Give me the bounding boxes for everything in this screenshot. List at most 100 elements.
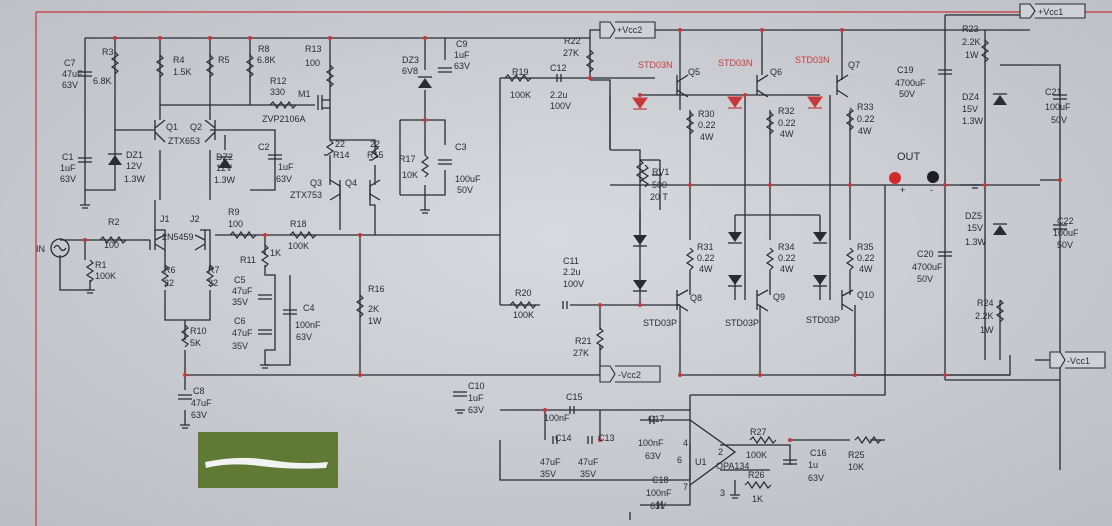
label-r13-id: R13 <box>305 44 322 54</box>
label-r31-v2: 4W <box>699 264 713 274</box>
label-c4-v2: 63V <box>296 332 312 342</box>
label-q5-id: Q5 <box>688 67 700 77</box>
label-r3-v1: 6.8K <box>93 76 112 86</box>
label-c11-v1: 2.2u <box>563 267 581 277</box>
label-q3-id: Q3 <box>310 178 322 188</box>
label-dz5-v1: 15V <box>967 223 983 233</box>
label-r15-v1: 22 <box>370 139 380 149</box>
potentiometer-rv1 <box>640 164 650 188</box>
label-r35-id: R35 <box>857 242 874 252</box>
label-c14-v2: 35V <box>540 469 556 479</box>
rail-tag-vcc1-pos-shape <box>1019 3 1086 19</box>
label-c16-v1: 1u <box>808 460 818 470</box>
label-r26-v1: 1K <box>752 494 763 504</box>
label-pin-7: 7 <box>683 482 688 492</box>
label-q5-v1: STD03N <box>638 60 673 70</box>
label-c2-id: C2 <box>258 142 270 152</box>
label-r9-v1: 100 <box>228 219 243 229</box>
label-vcc1-pos: +Vcc1 <box>1038 7 1063 17</box>
label-r5-id: R5 <box>218 55 230 65</box>
label-dz2-id: DZ2 <box>216 152 233 162</box>
label-c5-v1: 47uF <box>232 286 253 296</box>
label-r21-id: R21 <box>575 336 592 346</box>
label-r11-v1: 1K <box>270 248 281 258</box>
label-q10-v1: STD03P <box>806 315 840 325</box>
input-source-symbol <box>50 238 70 258</box>
label-c6-id: C6 <box>234 316 246 326</box>
label-r1-id: R1 <box>95 260 107 270</box>
label-j2-v1: 2N5459 <box>162 232 194 242</box>
label-r7-id: R7 <box>208 265 220 275</box>
label-dz3-v1: 6V8 <box>402 66 418 76</box>
label-r24-v2: 1W <box>980 325 994 335</box>
label-r18-id: R18 <box>290 219 307 229</box>
label-q10-id: Q10 <box>857 290 874 300</box>
label-c18-id: C18 <box>652 475 669 485</box>
label-c18-v1: 100nF <box>646 488 672 498</box>
label-r32-v2: 4W <box>780 129 794 139</box>
label-u1-id: U1 <box>695 457 707 467</box>
label-r23-v2: 1W <box>965 50 979 60</box>
junction-dots <box>83 28 1062 442</box>
label-c20-v1: 4700uF <box>912 262 943 272</box>
label-r27-id: R27 <box>750 427 767 437</box>
label-c13-id: C13 <box>598 433 615 443</box>
label-q9-v1: STD03P <box>725 318 759 328</box>
label-r24-id: R24 <box>977 298 994 308</box>
label-r7-v1: 22 <box>208 278 218 288</box>
label-r35-v2: 4W <box>859 264 873 274</box>
label-c11-v2: 100V <box>563 279 584 289</box>
label-c2-v2: 63V <box>276 174 292 184</box>
zener-diodes <box>108 76 1007 235</box>
labels: +Vcc2 +Vcc1 -Vcc2 -Vcc1 IN OUT + - C7 47… <box>36 7 1090 511</box>
label-c12-v1: 2.2u <box>550 90 568 100</box>
output-terminal-positive <box>889 172 901 184</box>
label-input: IN <box>36 244 45 254</box>
label-q8-id: Q8 <box>690 293 702 303</box>
label-r34-v2: 4W <box>780 264 794 274</box>
label-c22-v2: 50V <box>1057 240 1073 250</box>
sine-wave-icon <box>53 244 67 252</box>
label-q4-id: Q4 <box>345 178 357 188</box>
label-c21-id: C21 <box>1045 87 1062 97</box>
label-r23-id: R23 <box>962 24 979 34</box>
label-q2-id: Q2 <box>190 122 202 132</box>
label-c15-v1: 100nF <box>544 413 570 423</box>
label-r20-id: R20 <box>515 288 532 298</box>
capacitor-symbols <box>78 67 1067 520</box>
label-output: OUT <box>897 151 921 163</box>
label-c11-id: C11 <box>563 256 579 266</box>
label-c19-id: C19 <box>897 65 914 75</box>
label-rv1-v1: 500 <box>652 180 667 190</box>
label-c6-v1: 47uF <box>232 328 253 338</box>
label-vcc2-neg: -Vcc2 <box>618 370 641 380</box>
label-q2-v1: ZTX653 <box>168 136 200 146</box>
label-c21-v1: 100uF <box>1045 102 1071 112</box>
label-c21-v2: 50V <box>1051 115 1067 125</box>
label-c19-v1: 4700uF <box>895 78 926 88</box>
label-rv1-id: RV1 <box>652 167 669 177</box>
label-r18-v1: 100K <box>288 241 309 251</box>
label-c12-v2: 100V <box>550 101 571 111</box>
label-c13-v1: 47uF <box>578 457 599 467</box>
label-r8-v1: 6.8K <box>257 55 276 65</box>
label-c6-v2: 35V <box>232 341 248 351</box>
label-r10-id: R10 <box>190 326 207 336</box>
label-r4-v1: 1.5K <box>173 67 192 77</box>
label-c7-v2: 63V <box>62 80 78 90</box>
label-q8-v1: STD03P <box>643 318 677 328</box>
label-r33-id: R33 <box>857 102 874 112</box>
label-dz1-v1: 12V <box>126 161 142 171</box>
label-r13-v1: 100 <box>305 58 320 68</box>
label-c19-v2: 50V <box>899 89 915 99</box>
label-r30-v1: 0.22 <box>698 120 716 130</box>
label-m1-id: M1 <box>298 89 311 99</box>
label-c17-v1: 100nF <box>638 438 664 448</box>
label-q1-id: Q1 <box>166 122 178 132</box>
label-r11-id: R11 <box>240 255 256 265</box>
label-q3-v1: ZTX753 <box>290 190 322 200</box>
label-c17-id: C17 <box>648 414 665 424</box>
label-r34-v1: 0.22 <box>778 253 796 263</box>
label-r4-id: R4 <box>173 55 185 65</box>
label-r32-v1: 0.22 <box>778 118 796 128</box>
